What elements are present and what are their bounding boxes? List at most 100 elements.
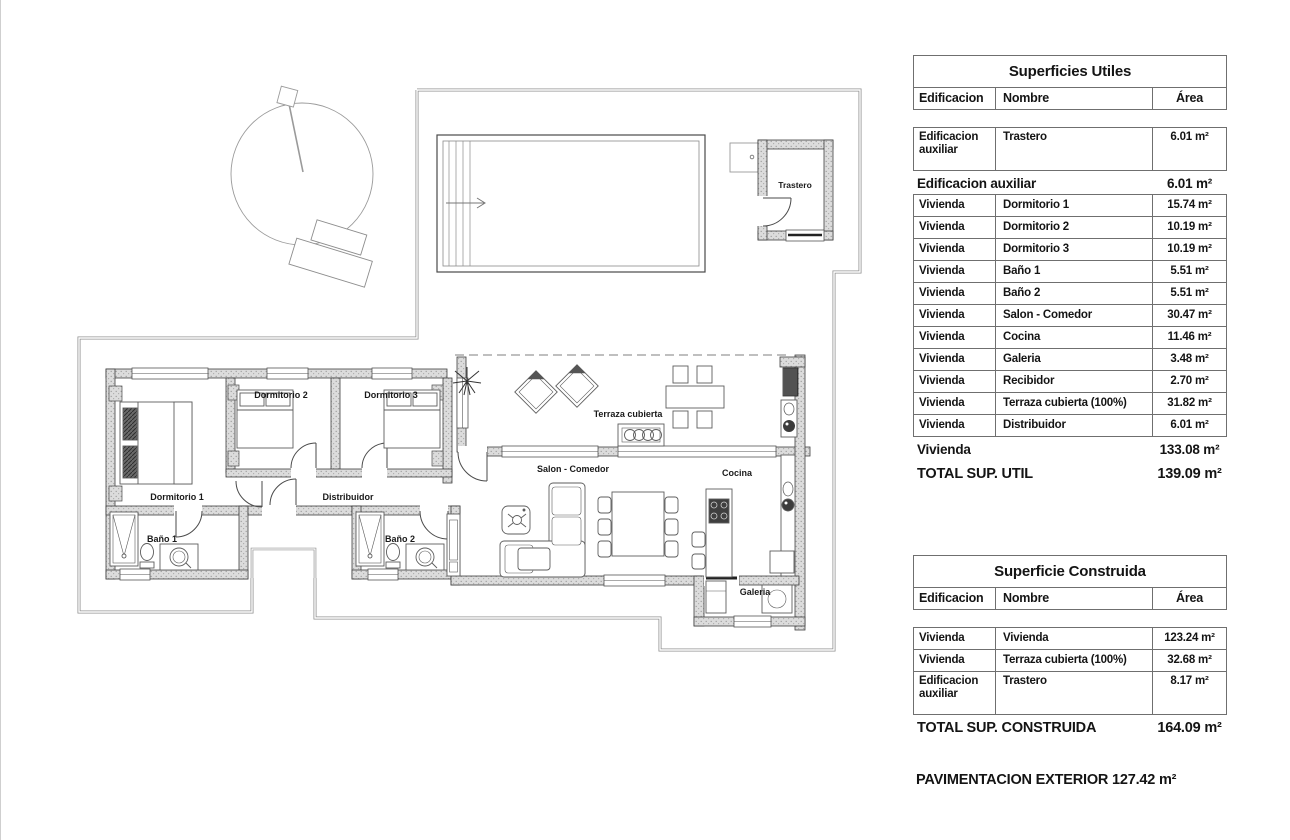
cell-edificacion: Vivienda — [914, 650, 996, 671]
label-terraza: Terraza cubierta — [594, 409, 664, 419]
cell-edificacion: Vivienda — [914, 349, 996, 370]
summary-label: Edificacion auxiliar — [917, 175, 1037, 191]
lounge-chairs — [514, 364, 599, 414]
cell-area: 5.51 m² — [1170, 265, 1209, 277]
table-subtotal-row: Edificacion auxiliar 6.01 m² — [913, 171, 1227, 195]
table-gap — [913, 110, 1227, 128]
label-dormitorio2: Dormitorio 2 — [254, 390, 308, 400]
label-galeria: Galeria — [740, 587, 772, 597]
cell-nombre: Vivienda — [996, 628, 1153, 649]
cell-area: 32.68 m² — [1167, 654, 1212, 666]
garden-tree — [230, 85, 374, 246]
cell-area: 10.19 m² — [1167, 243, 1212, 255]
cell-area: 123.24 m² — [1164, 632, 1215, 644]
doors — [175, 197, 792, 540]
cell-area: 5.51 m² — [1170, 287, 1209, 299]
cell-nombre: Dormitorio 1 — [996, 195, 1153, 216]
summary-label: TOTAL SUP. UTIL — [917, 466, 1033, 482]
bed-dormitorio3 — [383, 389, 441, 449]
sheet-edge-line — [0, 0, 1, 840]
table-superficies-utiles: Superficies Utiles Edificacion Nombre Ár… — [913, 55, 1227, 487]
terrace-dining-set — [665, 365, 725, 429]
cell-nombre: Dormitorio 3 — [996, 239, 1153, 260]
cell-area: 15.74 m² — [1167, 199, 1212, 211]
cell-nombre: Baño 2 — [996, 283, 1153, 304]
summary-area: 6.01 m² — [1166, 175, 1213, 191]
swimming-pool — [436, 134, 706, 273]
cell-edificacion: Vivienda — [914, 415, 996, 436]
summary-area: 133.08 m² — [1159, 441, 1220, 457]
cell-nombre: Baño 1 — [996, 261, 1153, 282]
cell-nombre: Recibidor — [996, 371, 1153, 392]
cell-edificacion: Vivienda — [914, 261, 996, 282]
cell-nombre: Salon - Comedor — [996, 305, 1153, 326]
bed-dormitorio2 — [236, 389, 294, 449]
cell-nombre: Terraza cubierta (100%) — [996, 650, 1153, 671]
col-edificacion: Edificacion — [914, 588, 996, 609]
cell-edificacion: Vivienda — [914, 305, 996, 326]
grill-icon — [617, 423, 665, 447]
cell-area: 8.17 m² — [1170, 675, 1209, 687]
table-header: Edificacion Nombre Área — [913, 87, 1227, 110]
door-openings — [174, 196, 768, 586]
summary-area: 164.09 m² — [1157, 720, 1222, 736]
label-dormitorio3: Dormitorio 3 — [364, 390, 418, 400]
label-dormitorio1: Dormitorio 1 — [150, 492, 204, 502]
cell-edificacion: Vivienda — [914, 628, 996, 649]
table-gap — [913, 610, 1227, 628]
galeria-appliances — [705, 580, 793, 614]
cell-edificacion: Vivienda — [914, 371, 996, 392]
table-superficie-construida: Superficie Construida Edificacion Nombre… — [913, 555, 1227, 741]
cell-area: 6.01 m² — [1170, 131, 1209, 143]
col-edificacion: Edificacion — [914, 88, 996, 109]
col-area: Área — [1176, 591, 1203, 605]
cell-nombre: Distribuidor — [996, 415, 1153, 436]
cell-edificacion: Vivienda — [914, 217, 996, 238]
plot-boundary — [77, 88, 862, 652]
cell-edificacion: Edificacion auxiliar — [914, 672, 996, 714]
cell-edificacion: Vivienda — [914, 393, 996, 414]
trastero-pad — [729, 142, 759, 173]
bathroom2-fixtures — [355, 511, 445, 571]
ceiling-fan-icon — [501, 505, 531, 535]
cell-edificacion: Edificacion auxiliar — [914, 128, 996, 170]
cell-area: 31.82 m² — [1167, 397, 1212, 409]
cell-area: 6.01 m² — [1170, 419, 1209, 431]
cell-nombre: Cocina — [996, 327, 1153, 348]
bed-dormitorio1 — [119, 401, 193, 485]
sofa — [499, 482, 586, 578]
kitchen — [691, 454, 796, 578]
pool-arrow — [446, 197, 486, 209]
windows — [119, 229, 825, 628]
col-nombre: Nombre — [996, 588, 1153, 609]
label-bano2: Baño 2 — [385, 534, 415, 544]
cell-edificacion: Vivienda — [914, 283, 996, 304]
label-bano1: Baño 1 — [147, 534, 177, 544]
fridge — [769, 550, 795, 574]
cell-area: 30.47 m² — [1167, 309, 1212, 321]
label-trastero: Trastero — [778, 180, 812, 190]
cell-edificacion: Vivienda — [914, 195, 996, 216]
label-distribuidor: Distribuidor — [323, 492, 374, 502]
cell-nombre: Dormitorio 2 — [996, 217, 1153, 238]
tv-unit — [446, 513, 461, 577]
cell-area: 10.19 m² — [1167, 221, 1212, 233]
